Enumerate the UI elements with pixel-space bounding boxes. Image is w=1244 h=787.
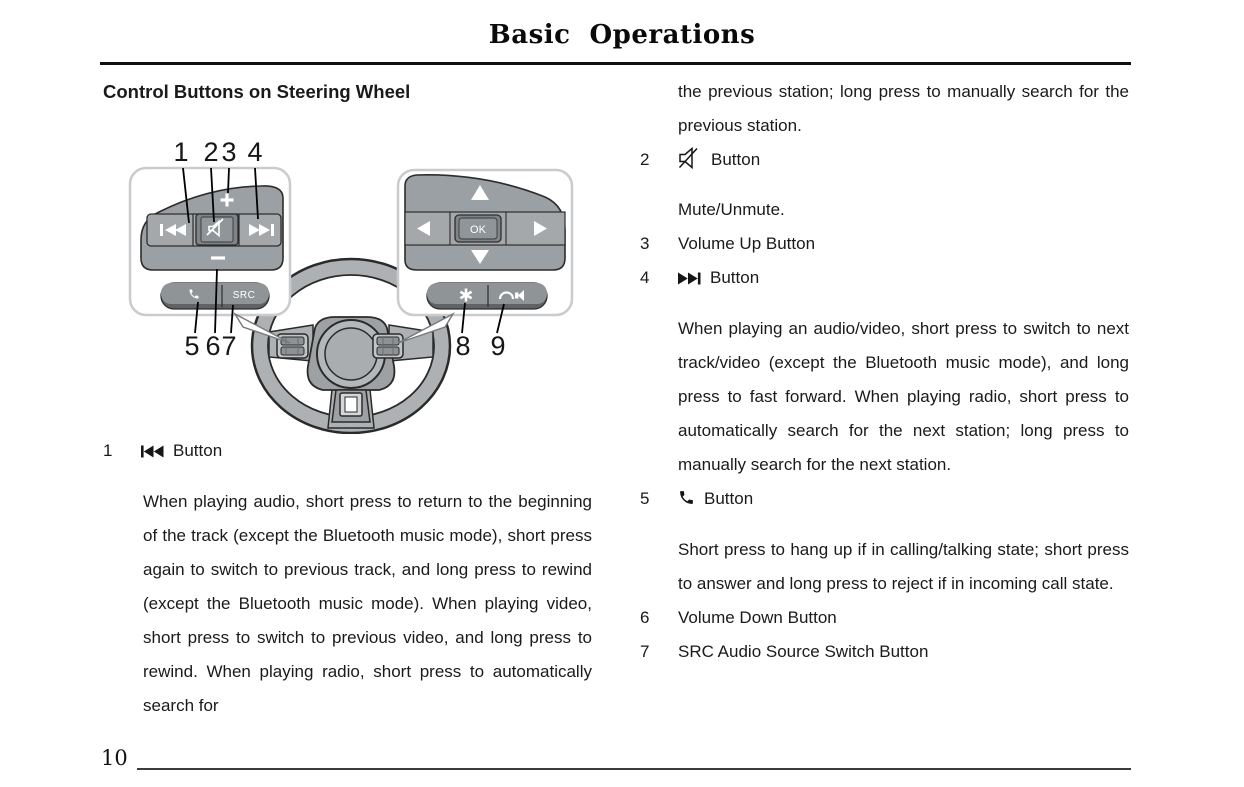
callout-9: 9 <box>490 331 505 361</box>
item-7-label: SRC Audio Source Switch Button <box>678 642 929 661</box>
list-item-6: 6 Volume Down Button <box>640 601 1129 635</box>
nav-left-icon <box>417 221 430 236</box>
nav-right-icon <box>534 221 547 236</box>
callout-3: 3 <box>221 137 236 167</box>
right-leader-wedge <box>397 312 455 344</box>
item-6-number: 6 <box>640 608 650 627</box>
list-item-1: 1 Button <box>103 434 592 468</box>
wheel-right-button-pad <box>372 333 404 359</box>
phone-icon <box>680 491 693 504</box>
voice-command-button-icon <box>498 290 524 301</box>
wheel-bottom-square-inner <box>344 396 358 413</box>
left-leader-wedge <box>233 312 291 344</box>
callout-numbers: 1 2 3 4 5 6 7 8 9 <box>173 137 505 361</box>
previous-track-button-icon <box>160 224 186 236</box>
list-item-2: 2 Button <box>640 143 1129 177</box>
item-2-description: Mute/Unmute. <box>678 200 785 219</box>
item-2-number: 2 <box>640 150 650 169</box>
title-divider <box>100 62 1131 65</box>
steering-wheel-diagram-svg: SRC OK <box>128 137 574 434</box>
item-5-description: Short press to hang up if in calling/tal… <box>678 540 1129 593</box>
item-3-number: 3 <box>640 234 650 253</box>
callout-8: 8 <box>455 331 470 361</box>
star-voice-pill <box>426 282 548 310</box>
item-4-label: Button <box>710 268 760 287</box>
next-track-button-icon <box>249 224 274 236</box>
volume-up-button-icon <box>220 193 234 207</box>
callout-2: 2 <box>203 137 218 167</box>
list-item-3: 3 Volume Up Button <box>640 227 1129 261</box>
next-track-icon <box>678 272 701 285</box>
phone-button-icon <box>189 289 199 299</box>
star-button-icon <box>459 288 473 302</box>
nav-down-icon <box>471 250 489 264</box>
src-button-label: SRC <box>233 290 256 301</box>
item-1-number: 1 <box>103 441 113 460</box>
item-4-number: 4 <box>640 268 650 287</box>
left-control-panel: SRC <box>128 166 292 317</box>
previous-track-icon <box>141 445 164 458</box>
phone-src-pill: SRC <box>160 282 270 310</box>
list-item-7: 7 SRC Audio Source Switch Button <box>640 635 1129 669</box>
left-column: Control Buttons on Steering Wheel <box>103 75 592 723</box>
callout-4: 4 <box>247 137 262 167</box>
wheel-left-button-pad <box>276 333 309 359</box>
item-2-label: Button <box>711 150 761 169</box>
list-item-4: 4 Button <box>640 261 1129 295</box>
footer-divider <box>137 768 1131 770</box>
item-7-number: 7 <box>640 642 650 661</box>
section-heading: Control Buttons on Steering Wheel <box>103 81 411 102</box>
item-1-label: Button <box>173 441 223 460</box>
callout-6: 6 <box>205 331 220 361</box>
page-title: Basic Operations <box>488 20 756 50</box>
item-5-number: 5 <box>640 489 650 508</box>
callout-lines <box>182 167 505 334</box>
item-1-description: When playing audio, short press to retur… <box>143 492 592 715</box>
callout-1: 1 <box>173 137 188 167</box>
item-5-label: Button <box>704 489 754 508</box>
right-control-panel: OK <box>396 168 574 317</box>
callout-7: 7 <box>221 331 236 361</box>
mute-icon <box>678 147 698 169</box>
callout-5: 5 <box>184 331 199 361</box>
item-6-label: Volume Down Button <box>678 608 837 627</box>
nav-up-icon <box>471 185 489 200</box>
item-1-description-continued: the previous station; long press to manu… <box>678 82 1129 135</box>
item-3-label: Volume Up Button <box>678 234 816 253</box>
mute-button-icon <box>206 218 224 238</box>
list-item-5: 5 Button <box>640 482 1129 516</box>
item-4-description: When playing an audio/video, short press… <box>678 319 1129 474</box>
right-column: the previous station; long press to manu… <box>640 75 1129 723</box>
wheel-center-circle-inner <box>324 327 378 381</box>
ok-button-label: OK <box>470 224 487 236</box>
steering-wheel-diagram: SRC OK <box>103 128 592 434</box>
page-number: 10 <box>101 746 128 770</box>
two-column-body: Control Buttons on Steering Wheel <box>103 75 1129 723</box>
